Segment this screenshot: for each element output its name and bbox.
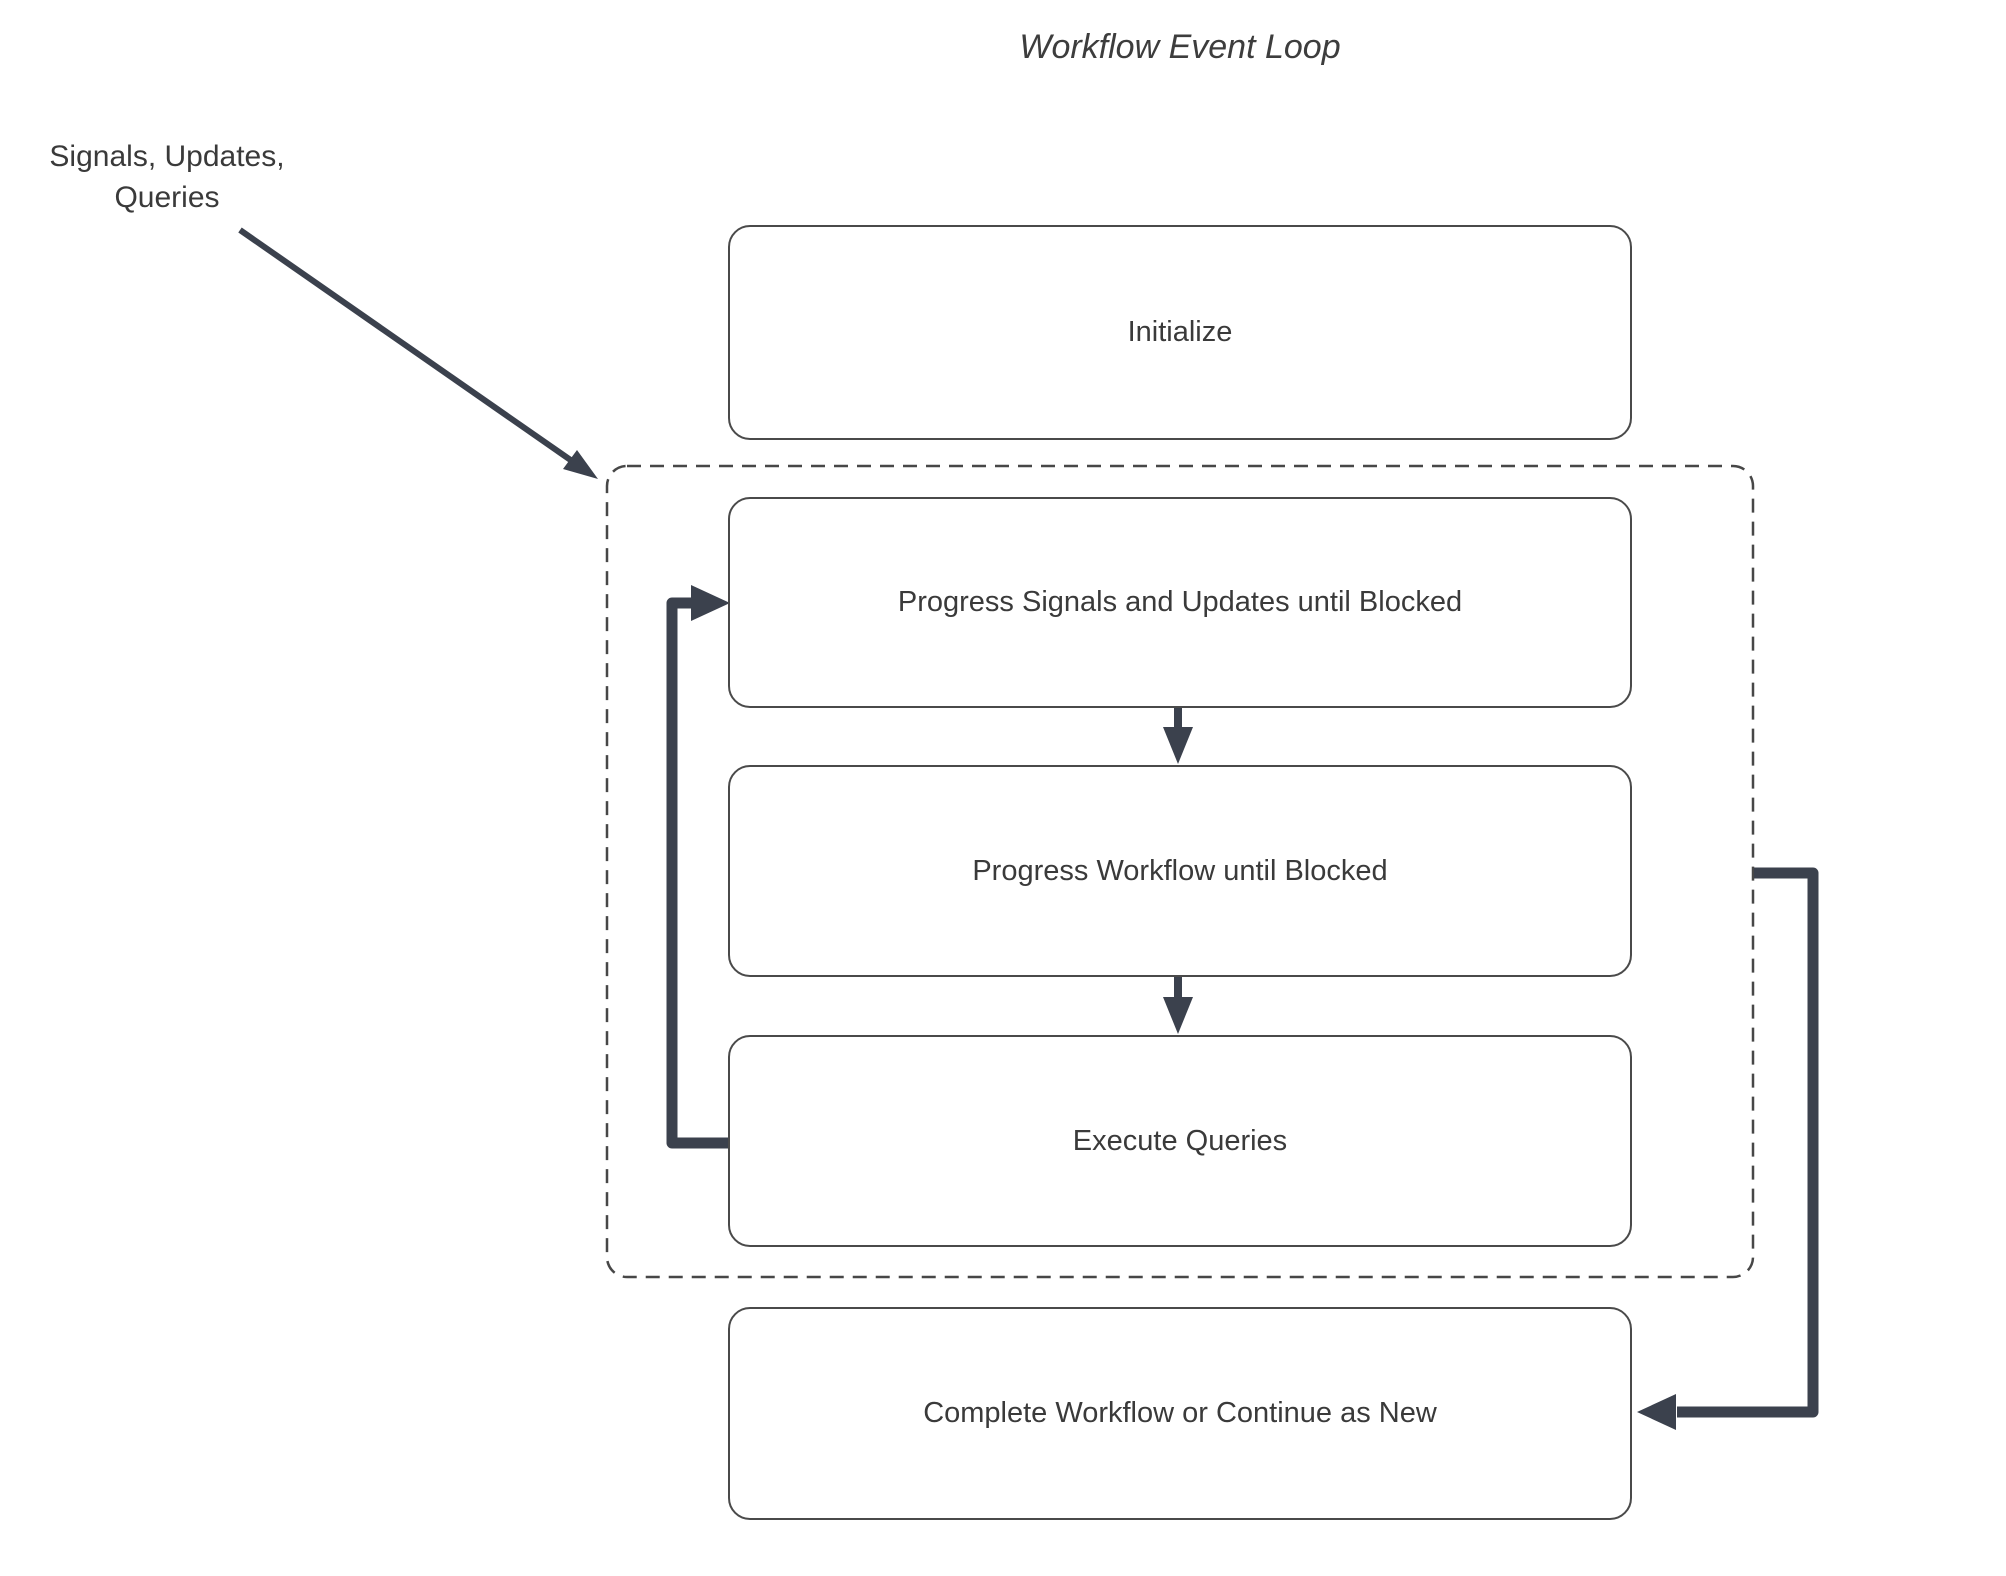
node-initialize: Initialize [728, 225, 1632, 440]
external-input-label-line2: Queries [114, 181, 220, 214]
loop-back-connector [666, 585, 730, 1149]
left-arrowhead-icon [1637, 1394, 1676, 1430]
down-arrowhead-icon [1163, 997, 1193, 1034]
node-complete-workflow-or-continue-as-new: Complete Workflow or Continue as New [728, 1307, 1632, 1520]
external-input-arrowhead-icon [563, 450, 598, 479]
arrow-progress-signals-to-progress-workflow [1163, 707, 1193, 764]
external-input-label-line1: Signals, Updates, [49, 140, 285, 173]
node-progress-workflow: Progress Workflow until Blocked [728, 765, 1632, 977]
node-progress-signals-and-updates: Progress Signals and Updates until Block… [728, 497, 1632, 708]
event-loop-group-border [605, 464, 1755, 1279]
arrow-progress-workflow-to-execute-queries [1163, 977, 1193, 1034]
external-input-arrow [238, 227, 598, 479]
node-execute-queries: Execute Queries [728, 1035, 1632, 1247]
continue-as-new-connector [1637, 867, 1819, 1430]
down-arrowhead-icon [1163, 727, 1193, 764]
diagram-title: Workflow Event Loop [1019, 28, 1341, 66]
external-input-label: Signals, Updates, Queries [28, 136, 306, 218]
right-arrowhead-icon [691, 585, 730, 621]
